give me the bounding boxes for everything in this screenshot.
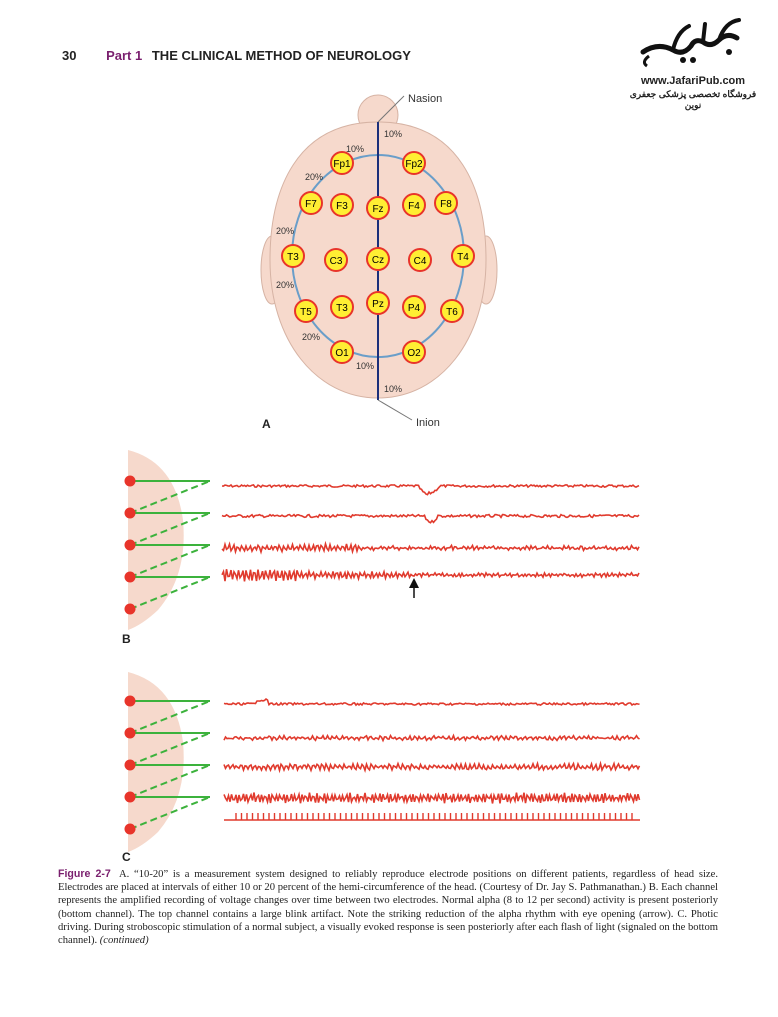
figure-caption: Figure 2-7 A. “10-20” is a measurement s…: [58, 868, 718, 947]
eeg-trace: [223, 733, 640, 743]
pct-label: 10%: [384, 129, 402, 139]
publisher-logo-icon: [640, 18, 741, 68]
electrode: Fp1: [330, 151, 354, 175]
chapter-title: THE CLINICAL METHOD OF NEUROLOGY: [151, 48, 411, 63]
eeg-montage-b: [124, 450, 640, 630]
panel-label-c: C: [122, 850, 131, 864]
eeg-trace: [221, 513, 640, 524]
svg-text:T4: T4: [457, 252, 469, 263]
pct-label: 20%: [276, 280, 294, 290]
svg-text:Fp2: Fp2: [405, 159, 423, 170]
electrode: T3: [281, 244, 305, 268]
electrode: P4: [402, 295, 426, 319]
pct-label: 10%: [384, 384, 402, 394]
electrode: O2: [402, 340, 426, 364]
svg-text:F7: F7: [305, 199, 317, 210]
svg-text:Cz: Cz: [372, 255, 384, 266]
pct-label: 20%: [302, 332, 320, 342]
panel-label-a: A: [262, 417, 271, 431]
svg-text:Fz: Fz: [372, 204, 383, 215]
svg-text:T3: T3: [336, 303, 348, 314]
eeg-trace: [223, 697, 640, 707]
inion-leader: [377, 399, 413, 421]
electrode: T5: [294, 299, 318, 323]
svg-text:Fp1: Fp1: [333, 159, 351, 170]
continued-note: (continued): [99, 935, 149, 947]
running-header: 30 Part 1 THE CLINICAL METHOD OF NEUROLO…: [62, 48, 411, 63]
electrode: F8: [434, 191, 458, 215]
electrodes: Fp1 Fp2 F7 F3 Fz F4 F8 T3 C3 Cz C4 T4 T5…: [281, 151, 475, 364]
electrode: C4: [408, 248, 432, 272]
svg-text:C4: C4: [414, 256, 427, 267]
photic-stimulus-trace: [224, 813, 640, 821]
svg-text:T6: T6: [446, 307, 458, 318]
publisher-watermark: www.JafariPub.com فروشگاه تخصصی پزشکی جع…: [628, 12, 758, 110]
svg-text:F4: F4: [408, 201, 420, 212]
eeg-trace: [221, 540, 640, 555]
electrode: T3: [330, 295, 354, 319]
caption-text: A. “10-20” is a measurement system desig…: [58, 869, 718, 947]
percent-labels: 10% 10% 20% 20% 20% 20% 10% 10%: [276, 129, 402, 394]
electrode: F3: [330, 193, 354, 217]
pct-label: 20%: [276, 226, 294, 236]
pct-label: 20%: [305, 172, 323, 182]
eeg-trace: [221, 483, 640, 496]
electrode: T6: [440, 299, 464, 323]
svg-text:T3: T3: [287, 252, 299, 263]
eeg-montage-c: [124, 672, 641, 852]
arrow-icon: [409, 578, 419, 598]
panel-label-b: B: [122, 632, 131, 646]
head-profile: [128, 672, 184, 852]
inion-label: Inion: [416, 417, 440, 429]
eeg-trace: [221, 568, 640, 582]
electrode: C3: [324, 248, 348, 272]
page-number: 30: [62, 48, 77, 63]
publisher-site: www.JafariPub.com: [640, 75, 746, 87]
electrode: F4: [402, 193, 426, 217]
pct-label: 10%: [356, 361, 374, 371]
nasion-label: Nasion: [408, 93, 442, 105]
electrode: F7: [299, 191, 323, 215]
svg-text:Pz: Pz: [372, 299, 384, 310]
figure-label: Figure 2-7: [58, 868, 111, 880]
eeg-trace: [223, 760, 641, 774]
svg-text:T5: T5: [300, 307, 312, 318]
nasion-leader: [377, 95, 405, 123]
electrode: Fp2: [402, 151, 426, 175]
svg-text:F8: F8: [440, 199, 452, 210]
head-diagram: Nasion Inion 10% 10% 20% 20% 20% 20% 10%…: [260, 93, 498, 429]
svg-text:O2: O2: [407, 348, 421, 359]
publisher-tagline: فروشگاه تخصصی پزشکی جعفری نوین: [629, 89, 757, 110]
pct-label: 10%: [346, 144, 364, 154]
svg-text:C3: C3: [330, 256, 343, 267]
svg-text:F3: F3: [336, 201, 348, 212]
electrode: O1: [330, 340, 354, 364]
eeg-trace: [223, 791, 641, 805]
part-label: Part 1: [106, 48, 143, 63]
electrode: Cz: [366, 247, 390, 271]
head-profile: [128, 450, 184, 630]
electrode: T4: [451, 244, 475, 268]
electrode: Pz: [366, 291, 390, 315]
svg-text:O1: O1: [335, 348, 349, 359]
electrode: Fz: [366, 196, 390, 220]
svg-text:P4: P4: [408, 303, 421, 314]
